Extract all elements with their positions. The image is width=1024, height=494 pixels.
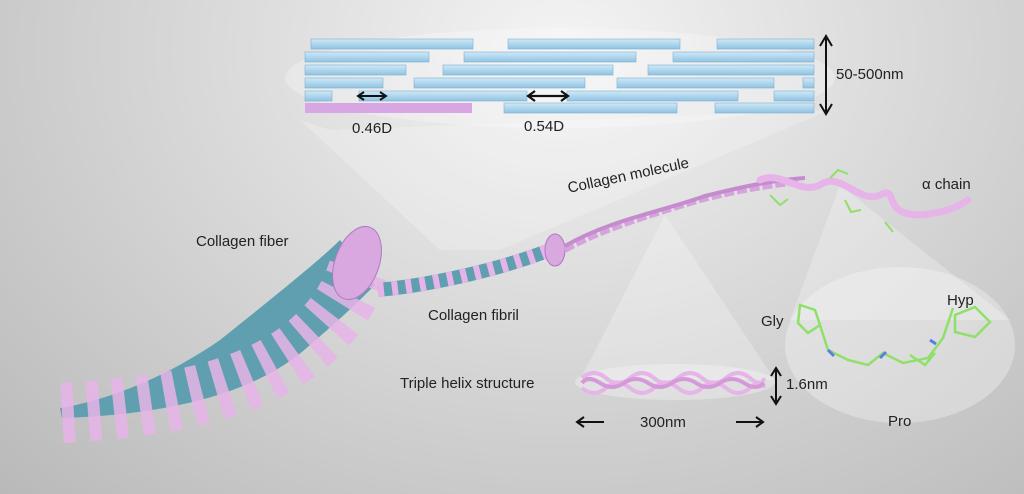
length-arrow-left <box>575 416 604 428</box>
overlap-label: 0.54D <box>524 118 565 135</box>
gap-arrow <box>356 91 388 101</box>
length-arrow-right <box>736 416 765 428</box>
triple-helix-label: Triple helix structure <box>400 375 535 392</box>
fiber-cross-section <box>332 226 382 300</box>
height-arrow <box>819 34 833 116</box>
gap-label: 0.46D <box>352 120 393 137</box>
molecule-bar <box>773 90 815 102</box>
molecule-bar <box>802 77 815 89</box>
chain-lens <box>785 267 1015 423</box>
molecule-bar <box>463 51 637 63</box>
molecule-bar <box>566 90 739 102</box>
molecule-bar <box>716 38 815 50</box>
molecule-bar <box>672 51 815 63</box>
molecule-bar <box>310 38 474 50</box>
zoom-cone-chain <box>790 185 1010 320</box>
zoom-cone-helix <box>580 215 775 380</box>
collagen-fiber-label: Collagen fiber <box>196 233 289 250</box>
molecule-bar <box>616 77 775 89</box>
molecule-bar <box>304 90 333 102</box>
diameter-arrow <box>770 366 782 406</box>
molecule-bar <box>304 64 407 76</box>
length-label: 300nm <box>640 414 686 431</box>
molecule-bar <box>413 77 586 89</box>
molecule-bar-highlighted <box>305 103 472 113</box>
collagen-fibril-label: Collagen fibril <box>428 307 519 324</box>
height-range-label: 50-500nm <box>836 66 904 83</box>
gly-label: Gly <box>761 313 784 330</box>
overlap-arrow <box>526 90 570 102</box>
staggered-molecule-bars <box>304 38 815 114</box>
molecule-bar <box>507 38 681 50</box>
alpha-chain-label: α chain <box>922 176 971 193</box>
fibril-cross-section <box>544 233 566 267</box>
collagen-molecule <box>563 179 801 253</box>
diameter-label: 1.6nm <box>786 376 828 393</box>
triple-helix <box>580 371 766 395</box>
molecule-bar <box>304 77 384 89</box>
zoom-cone-fibril <box>300 110 830 250</box>
molecule-bar <box>503 102 678 114</box>
molecule-bar <box>442 64 614 76</box>
molecule-bar <box>714 102 815 114</box>
fiber-body <box>60 240 375 418</box>
pro-label: Pro <box>888 413 912 430</box>
side-chains <box>769 168 894 233</box>
molecule-bar <box>304 51 430 63</box>
alpha-chain <box>756 174 972 219</box>
hyp-label: Hyp <box>947 292 974 309</box>
molecule-bar <box>647 64 815 76</box>
